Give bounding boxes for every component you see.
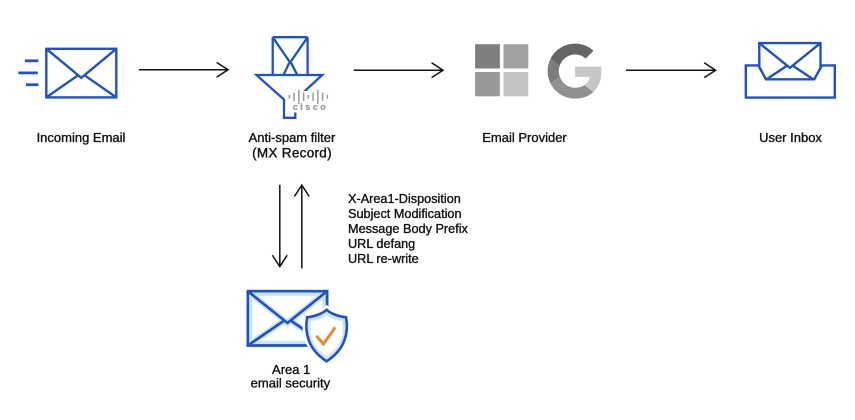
svg-text:URL re-write: URL re-write (348, 252, 419, 266)
svg-text:Anti-spam filter: Anti-spam filter (249, 130, 336, 145)
svg-text:X-Area1-Disposition: X-Area1-Disposition (348, 192, 461, 206)
svg-text:cisco: cisco (293, 102, 329, 112)
svg-text:Email Provider: Email Provider (482, 130, 567, 145)
svg-text:Area 1: Area 1 (272, 362, 310, 377)
svg-text:URL defang: URL defang (348, 237, 415, 251)
svg-text:email security: email security (251, 375, 331, 390)
svg-text:Subject Modification: Subject Modification (348, 207, 462, 221)
svg-text:User Inbox: User Inbox (759, 130, 822, 145)
svg-text:Incoming Email: Incoming Email (37, 130, 126, 145)
svg-text:Message Body Prefix: Message Body Prefix (348, 222, 469, 236)
svg-text:(MX Record): (MX Record) (252, 145, 332, 160)
